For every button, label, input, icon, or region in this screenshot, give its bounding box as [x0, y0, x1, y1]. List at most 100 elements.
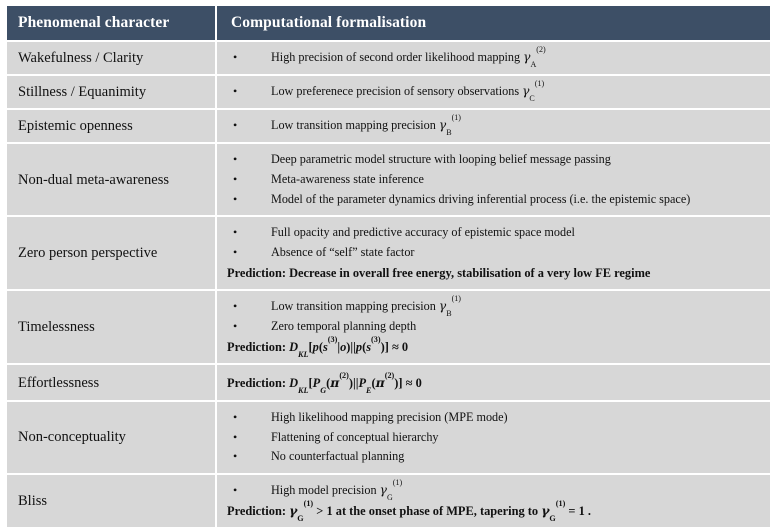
row-label-stillness-equanimity: Stillness / Equanimity — [7, 76, 215, 109]
bullet-icon: • — [233, 50, 238, 65]
table-row: Effortlessness Prediction: DKL[PG(π(2))|… — [7, 365, 770, 401]
row-label-epistemic-openness: Epistemic openness — [7, 110, 215, 143]
bullet-icon: • — [233, 449, 238, 464]
list-item: • Flattening of conceptual hierarchy — [227, 429, 762, 447]
row-content-epistemic-openness: • Low transition mapping precision γB(1) — [217, 110, 770, 143]
list-item: • High likelihood mapping precision (MPE… — [227, 409, 762, 427]
row-content-non-conceptuality: • High likelihood mapping precision (MPE… — [217, 402, 770, 474]
bullet-text: Flattening of conceptual hierarchy — [271, 429, 439, 444]
math-gamma-a-2: γA(2) — [523, 45, 546, 69]
column-header-computational-formalisation: Computational formalisation — [217, 6, 770, 40]
bullet-text: Deep parametric model structure with loo… — [271, 152, 611, 167]
list-item: • Absence of “self” state factor — [227, 244, 762, 262]
bullet-list: • Full opacity and predictive accuracy o… — [227, 224, 762, 261]
prediction-label: Prediction: — [227, 503, 286, 518]
bullet-list: • Low transition mapping precision γB(1)… — [227, 294, 762, 336]
table-row: Wakefulness / Clarity • High precision o… — [7, 42, 770, 75]
row-content-non-dual-meta-awareness: • Deep parametric model structure with l… — [217, 144, 770, 216]
bullet-icon: • — [233, 319, 238, 334]
list-item: • No counterfactual planning — [227, 448, 762, 466]
bullet-icon: • — [233, 191, 238, 206]
row-content-stillness-equanimity: • Low preferenece precision of sensory o… — [217, 76, 770, 109]
row-content-bliss: • High model precision γG(1) Prediction:… — [217, 475, 770, 528]
prediction-bliss: Prediction: γG(1) > 1 at the onset phase… — [227, 498, 762, 523]
row-label-zero-person-perspective: Zero person perspective — [7, 217, 215, 290]
bullet-text: Low preferenece precision of sensory obs… — [271, 84, 520, 99]
row-content-timelessness: • Low transition mapping precision γB(1)… — [217, 291, 770, 364]
bullet-icon: • — [233, 225, 238, 240]
row-label-wakefulness-clarity: Wakefulness / Clarity — [7, 42, 215, 75]
formula-gamma-g-onset: γG(1) > 1 — [289, 498, 333, 523]
row-label-effortlessness: Effortlessness — [7, 365, 215, 401]
list-item: • Low transition mapping precision γB(1) — [227, 294, 762, 319]
prediction-zero-person-perspective: Prediction: Decrease in overall free ene… — [227, 264, 762, 283]
bullet-text: Absence of “self” state factor — [271, 245, 415, 260]
bullet-text: Low transition mapping precision — [271, 299, 436, 314]
list-item: • Low preferenece precision of sensory o… — [227, 79, 762, 104]
row-label-non-conceptuality: Non-conceptuality — [7, 402, 215, 474]
bullet-icon: • — [233, 429, 238, 444]
prediction-label: Prediction: — [227, 339, 286, 354]
bullet-text: Zero temporal planning depth — [271, 319, 417, 334]
prediction-text: Decrease in overall free energy, stabili… — [289, 265, 651, 280]
prediction-label: Prediction: — [227, 376, 286, 391]
table-header-row: Phenomenal character Computational forma… — [7, 6, 770, 40]
formula-kl-divergence-states: DKL[p(s(3)|o)||p(s(3))] ≈ 0 — [289, 334, 409, 359]
bullet-text: High likelihood mapping precision (MPE m… — [271, 410, 508, 425]
row-label-non-dual-meta-awareness: Non-dual meta-awareness — [7, 144, 215, 216]
bullet-icon: • — [233, 152, 238, 167]
list-item: • Meta-awareness state inference — [227, 171, 762, 189]
math-gamma-b-1: γB(1) — [438, 294, 461, 319]
list-item: • Low transition mapping precision γB(1) — [227, 113, 762, 138]
row-content-wakefulness-clarity: • High precision of second order likelih… — [217, 42, 770, 75]
table-row: Non-conceptuality • High likelihood mapp… — [7, 402, 770, 474]
table-row: Stillness / Equanimity • Low preferenece… — [7, 76, 770, 109]
table-container: Phenomenal character Computational forma… — [7, 6, 770, 528]
prediction-effortlessness: Prediction: DKL[PG(π(2))||PE(π(2))] ≈ 0 — [227, 371, 762, 396]
bullet-text: Meta-awareness state inference — [271, 172, 424, 187]
bullet-icon: • — [233, 84, 238, 99]
bullet-list: • High likelihood mapping precision (MPE… — [227, 409, 762, 466]
bullet-icon: • — [233, 410, 238, 425]
bullet-icon: • — [233, 118, 238, 133]
bullet-list: • Low preferenece precision of sensory o… — [227, 79, 762, 104]
list-item: • Deep parametric model structure with l… — [227, 151, 762, 169]
bullet-list: • Low transition mapping precision γB(1) — [227, 113, 762, 138]
bullet-list: • High model precision γG(1) — [227, 478, 762, 502]
bullet-text: High precision of second order likelihoo… — [271, 50, 521, 65]
bullet-icon: • — [233, 172, 238, 187]
formula-gamma-g-tapered: γG(1) = 1 . — [541, 498, 592, 523]
bullet-text: Low transition mapping precision — [271, 118, 436, 133]
bullet-icon: • — [233, 245, 238, 260]
phenomenal-character-table: Phenomenal character Computational forma… — [5, 4, 772, 529]
bullet-text: Full opacity and predictive accuracy of … — [271, 225, 575, 240]
list-item: • High precision of second order likelih… — [227, 45, 762, 69]
row-label-bliss: Bliss — [7, 475, 215, 528]
table-row: Bliss • High model precision γG(1) Predi… — [7, 475, 770, 528]
prediction-text: at the onset phase of MPE, tapering to — [335, 503, 539, 518]
bullet-text: Model of the parameter dynamics driving … — [271, 191, 691, 206]
row-content-effortlessness: Prediction: DKL[PG(π(2))||PE(π(2))] ≈ 0 — [217, 365, 770, 401]
math-gamma-c-1: γC(1) — [522, 79, 545, 104]
row-content-zero-person-perspective: • Full opacity and predictive accuracy o… — [217, 217, 770, 290]
column-header-phenomenal-character: Phenomenal character — [7, 6, 215, 40]
bullet-text: High model precision — [271, 483, 377, 498]
list-item: • Zero temporal planning depth — [227, 318, 762, 336]
prediction-label: Prediction: — [227, 265, 286, 280]
table-row: Non-dual meta-awareness • Deep parametri… — [7, 144, 770, 216]
table-row: Zero person perspective • Full opacity a… — [7, 217, 770, 290]
table-row: Epistemic openness • Low transition mapp… — [7, 110, 770, 143]
math-gamma-b-1: γB(1) — [438, 113, 461, 138]
row-label-timelessness: Timelessness — [7, 291, 215, 364]
formula-kl-divergence-policies: DKL[PG(π(2))||PE(π(2))] ≈ 0 — [289, 371, 422, 396]
table-row: Timelessness • Low transition mapping pr… — [7, 291, 770, 364]
list-item: • Model of the parameter dynamics drivin… — [227, 191, 762, 209]
prediction-timelessness: Prediction: DKL[p(s(3)|o)||p(s(3))] ≈ 0 — [227, 334, 762, 359]
bullet-list: • High precision of second order likelih… — [227, 45, 762, 69]
math-gamma-g-1: γG(1) — [379, 478, 403, 502]
bullet-icon: • — [233, 483, 238, 498]
list-item: • Full opacity and predictive accuracy o… — [227, 224, 762, 242]
bullet-icon: • — [233, 299, 238, 314]
bullet-text: No counterfactual planning — [271, 449, 405, 464]
bullet-list: • Deep parametric model structure with l… — [227, 151, 762, 208]
